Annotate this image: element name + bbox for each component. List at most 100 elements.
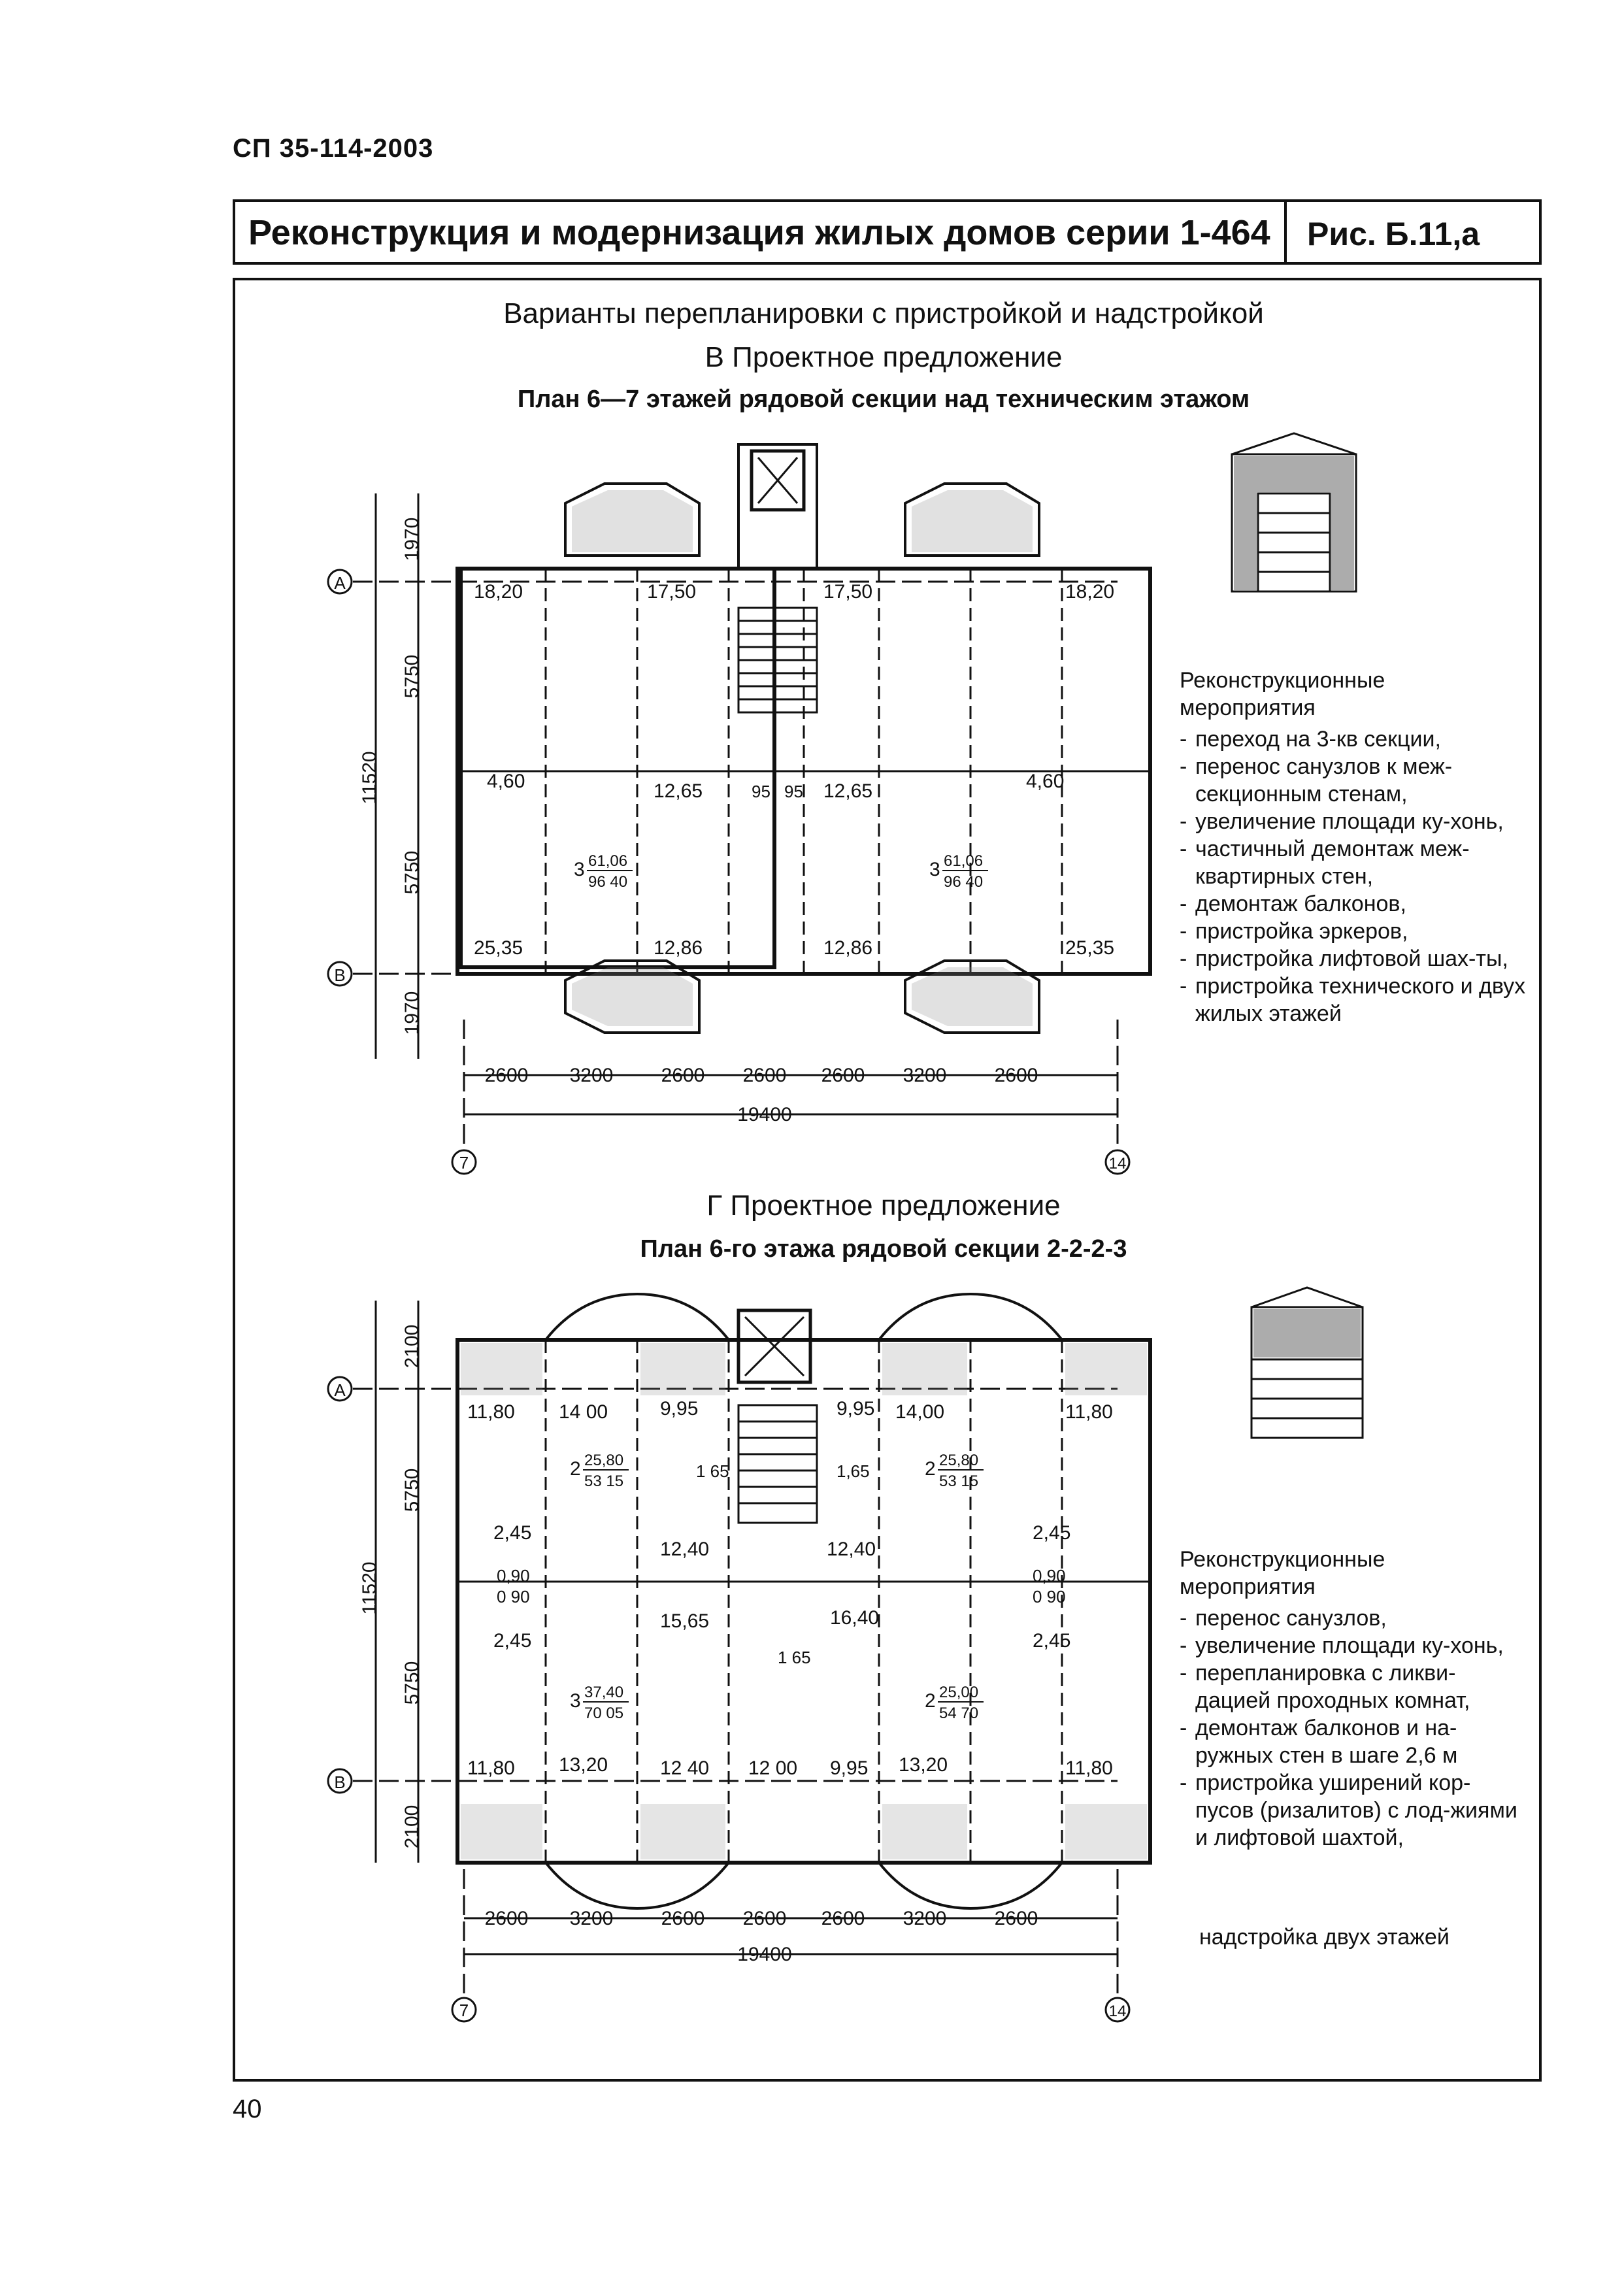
dim-v-total: 11520 [359,751,380,804]
apartment-living-area: 37,40 [584,1684,623,1701]
room-label: 0,90 [497,1566,530,1586]
room-label: 11,80 [1065,1401,1113,1423]
dim-total: 19400 [737,1104,791,1125]
room-label: 11,80 [1065,1757,1113,1779]
section-g-plan-title: План 6-го этажа рядовой секции 2-2-2-3 [640,1235,1127,1263]
elevation-diagram-g [1250,1286,1364,1439]
dim-v-upper: 5750 [401,1469,423,1512]
document-title: Реконструкция и модернизация жилых домов… [248,213,1270,252]
room-label: 15,65 [660,1610,709,1632]
apartment-living-area: 25,80 [584,1452,623,1469]
measure-item: пристройка технического и двух жилых эта… [1180,972,1526,1027]
room-label: 9,95 [830,1757,868,1779]
room-label: 13,20 [559,1754,608,1776]
apartment-rooms: 3 [574,859,585,880]
dim-h-1: 2600 [485,1908,529,1929]
room-label: 95 [752,782,771,801]
measure-item: перенос санузлов, [1180,1604,1526,1632]
room-label: 2,45 [493,1630,531,1652]
room-label: 18,20 [1065,581,1114,603]
title-box: Реконструкция и модернизация жилых домов… [233,199,1542,265]
apartment-rooms: 3 [570,1690,581,1712]
room-label: 0 90 [497,1587,530,1606]
apartment-total-area: 53 15 [939,1472,978,1490]
measure-item: перепланировка с ликви-дацией проходных … [1180,1659,1526,1714]
room-label: 12,65 [654,780,703,802]
dim-h-5: 2600 [821,1065,865,1086]
apartment-rooms: 2 [925,1690,936,1712]
room-label: 12 00 [748,1757,797,1779]
dim-v-bottom: 2100 [401,1805,423,1849]
room-label: 95 [784,782,803,801]
room-label: 9,95 [837,1398,874,1420]
measure-item: частичный демонтаж меж-квартирных стен, [1180,835,1526,890]
dim-h-2: 3200 [570,1065,614,1086]
apartment-living-area: 25,80 [939,1452,978,1469]
apartment-rooms: 2 [925,1458,936,1480]
dim-h-3: 2600 [661,1065,705,1086]
axis-7-label: 7 [459,2001,469,2020]
title-divider [1284,202,1287,262]
section-v-heading-1: Варианты перепланировки с пристройкой и … [503,297,1264,329]
dim-h-3: 2600 [661,1908,705,1929]
floor-plan-v: А В 7 14 1970 5750 11520 5750 1970 2600 … [327,443,1152,1175]
figure-frame [233,278,1542,2082]
measure-item: пристройка уширений кор-пусов (ризалитов… [1180,1769,1526,1852]
dim-v-bottom: 1970 [401,991,423,1035]
room-label: 25,35 [474,937,523,959]
room-label: 1 65 [778,1648,811,1667]
dim-h-1: 2600 [485,1065,529,1086]
dim-v-lower: 5750 [401,1661,423,1705]
page-number: 40 [233,2095,262,2123]
axis-a-label: А [334,1380,346,1400]
dim-h-6: 3200 [903,1908,947,1929]
dim-total: 19400 [737,1944,791,1965]
apartment-rooms: 3 [929,859,940,880]
section-v-measures-title: Реконструкционные мероприятия [1180,668,1385,720]
measure-tail: надстройка двух этажей [1199,1925,1450,1950]
axis-14-label: 14 [1109,1155,1127,1172]
dim-h-2: 3200 [570,1908,614,1929]
measure-item: пристройка эркеров, [1180,918,1526,945]
dim-h-7: 2600 [995,1908,1038,1929]
floor-plan-g: А В 7 14 2100 5750 11520 5750 2100 2600 … [327,1292,1152,2023]
dim-v-top: 1970 [401,518,423,561]
room-label: 17,50 [823,581,872,603]
dim-v-upper: 5750 [401,655,423,699]
apartment-total-area: 54 70 [939,1704,978,1722]
axis-7-label: 7 [459,1153,469,1172]
measure-item: увеличение площади ку-хонь, [1180,1632,1526,1659]
dim-h-5: 2600 [821,1908,865,1929]
room-label: 18,20 [474,581,523,603]
section-g-measures-title: Реконструкционные мероприятия [1180,1547,1385,1599]
dim-h-7: 2600 [995,1065,1038,1086]
room-label: 12,65 [823,780,872,802]
apartment-total-area: 96 40 [944,873,983,891]
apartment-total-area: 96 40 [588,873,627,891]
elevation-diagram-v [1231,432,1357,593]
dim-h-4: 2600 [743,1065,787,1086]
measure-item: демонтаж балконов и на-ружных стен в шаг… [1180,1714,1526,1769]
dim-h-4: 2600 [743,1908,787,1929]
room-label: 0,90 [1033,1566,1066,1586]
room-label: 16,40 [830,1607,879,1629]
room-label: 14 00 [559,1401,608,1423]
section-v-measures-list: переход на 3-кв секции, перенос санузлов… [1180,725,1526,1027]
room-label: 11,80 [467,1757,515,1779]
room-label: 9,95 [660,1398,698,1420]
room-label: 1,65 [837,1461,870,1481]
measure-item: демонтаж балконов, [1180,890,1526,918]
room-label: 0 90 [1033,1587,1066,1606]
section-g-measures-list: перенос санузлов, увеличение площади ку-… [1180,1604,1526,1852]
room-label: 12,40 [660,1538,709,1560]
axis-a-label: А [334,573,346,593]
axis-14-label: 14 [1109,2003,1127,2020]
dim-v-top: 2100 [401,1325,423,1369]
axis-b-label: В [334,965,345,985]
document-code: СП 35-114-2003 [233,134,434,163]
room-label: 4,60 [1026,771,1064,792]
room-label: 2,45 [1033,1522,1070,1544]
room-label: 12 40 [660,1757,709,1779]
section-v-plan-title: План 6—7 этажей рядовой секции над техни… [517,386,1250,413]
apartment-living-area: 61,06 [588,852,627,870]
